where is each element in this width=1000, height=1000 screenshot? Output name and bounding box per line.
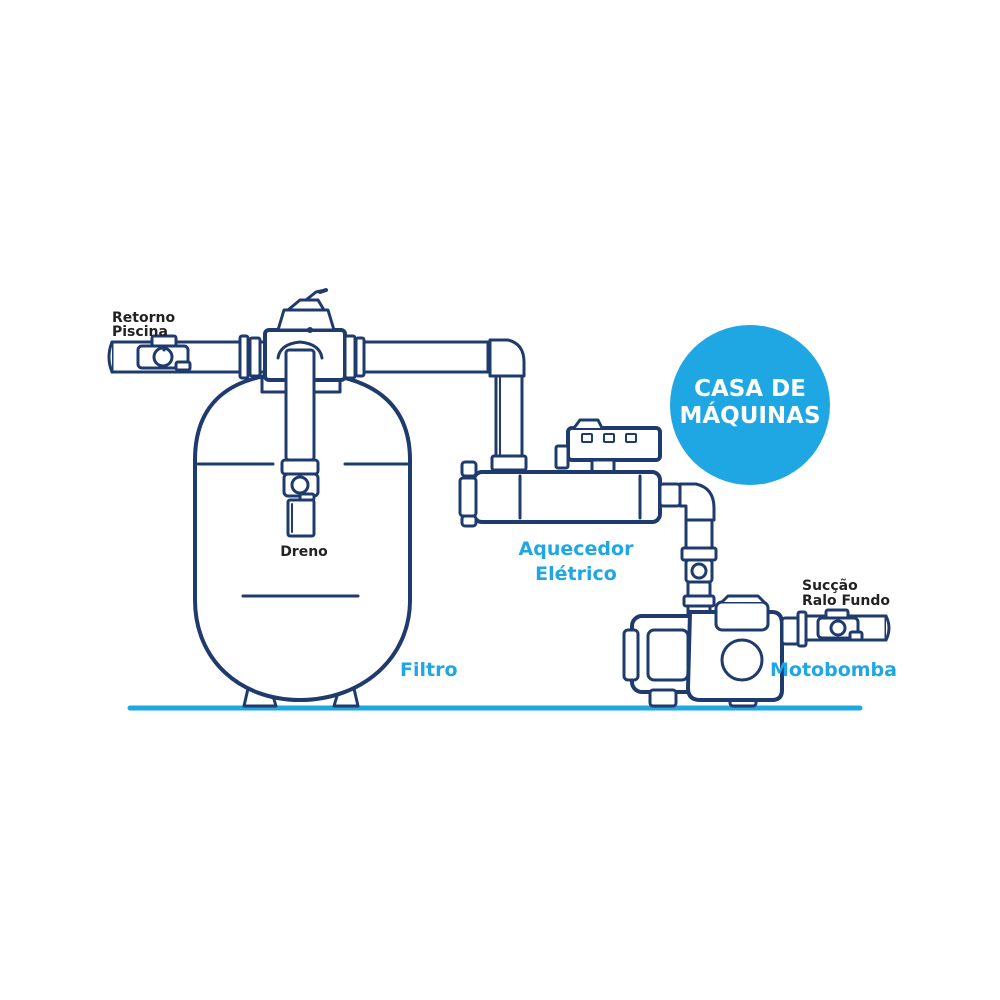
electric-heater: [458, 418, 682, 528]
label-retorno-line2: Piscina: [112, 324, 168, 340]
return-valve: [136, 334, 192, 372]
return-pipe: [107, 334, 267, 380]
suction-pipe: [796, 608, 891, 648]
label-filtro: Filtro: [400, 659, 458, 681]
badge-line1: CASA DE: [694, 376, 806, 402]
label-dreno: Dreno: [280, 544, 328, 560]
label-retorno-line1: Retorno: [112, 310, 175, 326]
filter-outlet-pipe: [343, 334, 528, 484]
suction-valve: [816, 608, 864, 642]
label-aquecedor-line1: Aquecedor: [519, 538, 635, 560]
heater-to-pump-pipe: [678, 482, 718, 622]
label-motobomba: Motobomba: [770, 659, 897, 681]
label-aquecedor-line2: Elétrico: [535, 563, 617, 585]
dreno-pipe: [276, 340, 324, 538]
casa-de-maquinas-badge: CASA DE MÁQUINAS: [670, 325, 830, 485]
label-succao-line2: Ralo Fundo: [802, 593, 890, 609]
badge-line2: MÁQUINAS: [679, 401, 820, 429]
pump: [622, 594, 802, 708]
label-succao-line1: Sucção: [802, 578, 858, 594]
